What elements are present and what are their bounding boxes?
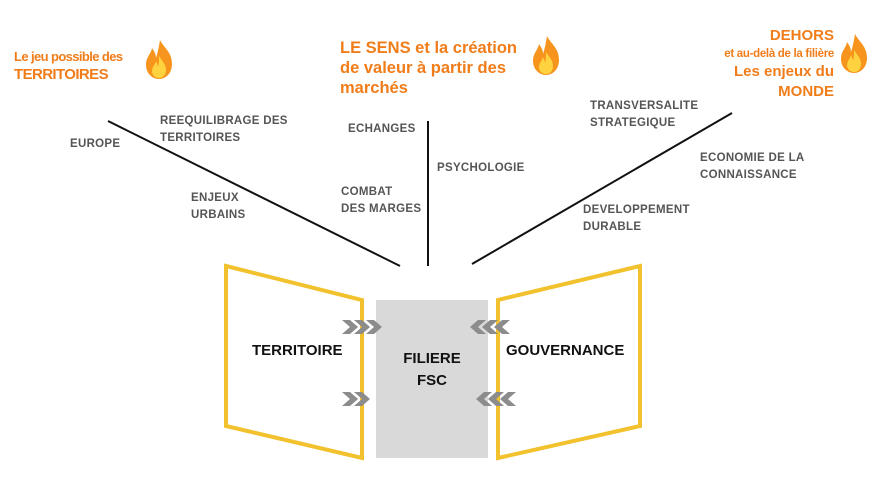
- label-psychologie: PSYCHOLOGIE: [437, 162, 525, 174]
- gouvernance-label: GOUVERNANCE: [506, 342, 625, 359]
- label-enjeux-urbains: ENJEUX URBAINS: [191, 190, 246, 224]
- center-header: LE SENS et la création de valeur à parti…: [340, 38, 517, 98]
- left-header-line1: Le jeu possible des: [14, 49, 123, 64]
- filiere-label: FILIERE FSC: [376, 348, 488, 392]
- right-header-line3: Les enjeux du: [733, 63, 834, 80]
- label-combat-line2: DES MARGES: [341, 203, 422, 215]
- label-transversalite-line2: STRATEGIQUE: [590, 117, 676, 129]
- label-enjeux-line1: ENJEUX: [191, 192, 239, 204]
- label-developpement: DEVELOPPEMENT DURABLE: [583, 202, 690, 236]
- chevron-arrow-icon: [342, 392, 370, 406]
- flame-icon: [146, 40, 172, 79]
- label-enjeux-line2: URBAINS: [191, 209, 246, 221]
- filiere-label-line1: FILIERE: [403, 350, 461, 367]
- left-header: Le jeu possible des TERRITOIRES: [14, 48, 123, 85]
- center-header-line2: de valeur à partir des: [340, 59, 506, 77]
- territoire-label: TERRITOIRE: [252, 342, 343, 359]
- filiere-label-line2: FSC: [417, 372, 447, 389]
- label-combat-line1: COMBAT: [341, 186, 393, 198]
- label-europe: EUROPE: [70, 138, 121, 150]
- label-reequilibrage-line1: REEQUILIBRAGE DES: [160, 115, 288, 127]
- right-header: DEHORS et au-delà de la filière Les enje…: [724, 26, 834, 102]
- chevron-arrow-icon: [476, 392, 516, 406]
- label-transversalite-line1: TRANSVERSALITE: [590, 100, 699, 112]
- chevron-arrow-icon: [470, 320, 510, 334]
- label-economie-line2: CONNAISSANCE: [700, 169, 797, 181]
- label-economie: ECONOMIE DE LA CONNAISSANCE: [700, 150, 805, 184]
- filiere-box: [376, 300, 488, 458]
- right-header-line4: MONDE: [778, 83, 834, 100]
- center-header-line3: marchés: [340, 79, 408, 97]
- label-developpement-line2: DURABLE: [583, 221, 642, 233]
- left-branch-line: [107, 120, 401, 267]
- label-combat-des-marges: COMBAT DES MARGES: [341, 184, 421, 218]
- label-reequilibrage: REEQUILIBRAGE DES TERRITOIRES: [160, 113, 288, 147]
- right-header-line2: et au-delà de la filière: [724, 48, 834, 60]
- left-header-line2: TERRITOIRES: [14, 66, 109, 83]
- label-transversalite: TRANSVERSALITE STRATEGIQUE: [590, 98, 698, 132]
- right-header-line1: DEHORS: [769, 27, 834, 44]
- label-economie-line1: ECONOMIE DE LA: [700, 152, 805, 164]
- gouvernance-panel: [496, 263, 642, 461]
- center-header-line1: LE SENS et la création: [340, 39, 517, 57]
- territoire-panel: [224, 263, 364, 461]
- label-echanges: ECHANGES: [348, 123, 416, 135]
- label-developpement-line1: DEVELOPPEMENT: [583, 204, 690, 216]
- flame-icon: [841, 34, 867, 73]
- flame-icon: [533, 36, 559, 75]
- right-branch-line: [471, 112, 733, 265]
- label-reequilibrage-line2: TERRITOIRES: [160, 132, 241, 144]
- chevron-arrow-icon: [342, 320, 382, 334]
